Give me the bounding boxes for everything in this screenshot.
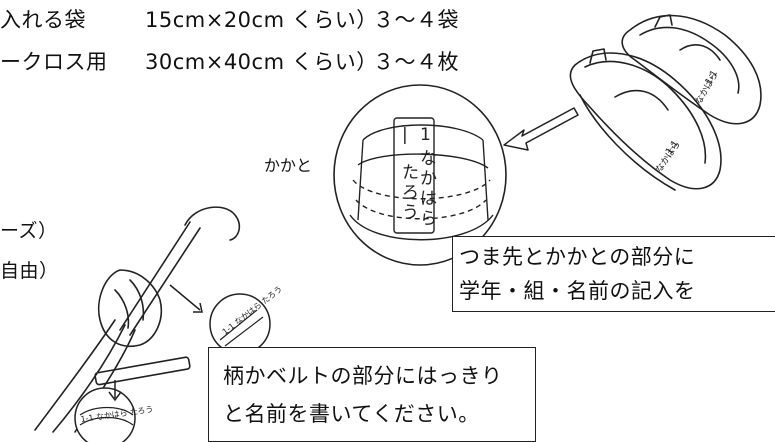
svg-text:は: は: [420, 189, 437, 209]
note-umbrella-line-1: 柄かベルトの部分にはっきり: [223, 364, 503, 388]
note-shoes-line-2: 学年・組・名前の記入を: [459, 279, 696, 303]
row-2-name: ークロス用: [0, 50, 108, 74]
heel-closeup-illustration: 1 | な か は ら た ろ う: [333, 84, 507, 266]
heel-label: かかと: [264, 156, 313, 175]
note-umbrella: 柄かベルトの部分にはっきり と名前を書いてください。: [208, 347, 536, 442]
umbrella-illustration: 1-1 なかはら たろう 1-1 なかはら たろう: [34, 206, 284, 442]
row-1-size: 15cm×20cm くらい）: [145, 8, 378, 32]
left-fragment-2: 自由）: [0, 260, 59, 282]
svg-text:ろ: ろ: [402, 183, 419, 203]
note-shoes-line-1: つま先とかかとの部分に: [459, 245, 696, 269]
svg-text:な: な: [420, 149, 437, 169]
svg-text:う: う: [402, 203, 419, 223]
svg-text:1: 1: [420, 125, 431, 145]
row-1-qty: ３～４袋: [373, 8, 459, 32]
row-1-name: 入れる袋: [0, 8, 86, 32]
svg-text:ら: ら: [420, 209, 437, 229]
svg-text:か: か: [420, 169, 437, 189]
row-2-qty: ３～４枚: [373, 50, 459, 74]
arrow-left-icon: [503, 107, 579, 151]
shoes-illustration: 1-1 なかはら 1-1 なかはら: [569, 14, 762, 191]
note-umbrella-line-2: と名前を書いてください。: [223, 402, 480, 426]
svg-text:|: |: [402, 125, 408, 145]
note-shoes: つま先とかかとの部分に 学年・組・名前の記入を: [452, 236, 775, 312]
left-fragment-1: ーズ）: [0, 220, 58, 242]
svg-text:た: た: [402, 163, 419, 183]
row-2-size: 30cm×40cm くらい）: [145, 50, 378, 74]
